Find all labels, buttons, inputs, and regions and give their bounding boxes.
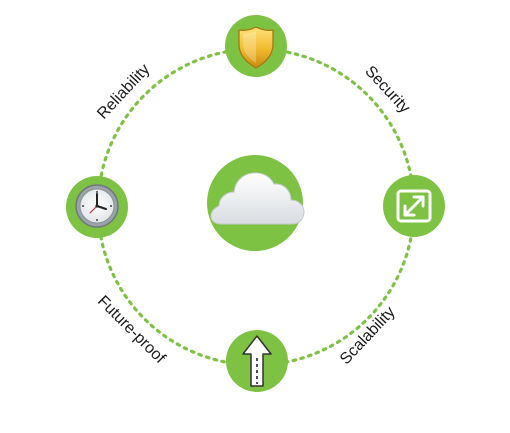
label-security: Security <box>361 63 413 117</box>
expand-arrows-icon <box>396 189 432 223</box>
node-right <box>383 175 445 237</box>
label-reliability: Reliability <box>94 61 153 123</box>
cloud-icon <box>210 172 305 225</box>
node-top <box>225 15 287 77</box>
node-left <box>66 176 128 238</box>
center-node <box>207 155 305 251</box>
clock-icon <box>75 184 119 228</box>
node-bottom <box>226 330 288 392</box>
road-arrow-icon <box>242 335 272 387</box>
shield-icon <box>238 26 274 69</box>
